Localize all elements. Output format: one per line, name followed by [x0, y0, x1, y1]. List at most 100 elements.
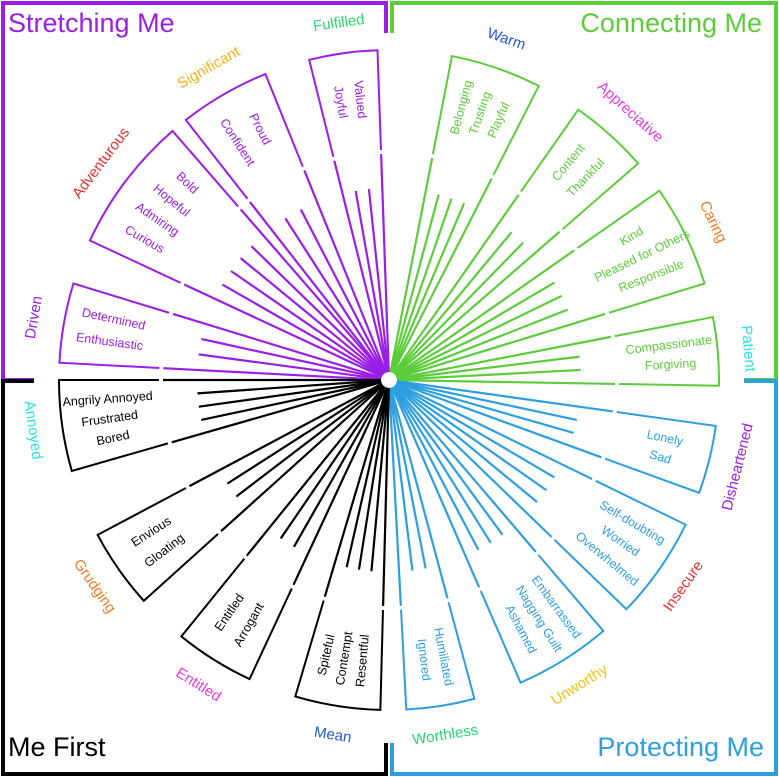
spoke-significant [303, 170, 388, 373]
feeling-compassionate: Compassionate [625, 333, 713, 357]
spoke-driven [172, 312, 382, 379]
spoke-disheartened [396, 381, 574, 434]
spoke-entitled [292, 386, 387, 586]
sector-worthless [400, 601, 476, 711]
spoke-significant [299, 208, 387, 374]
spoke-insecure [394, 383, 547, 492]
spoke-disheartened [396, 380, 613, 413]
category-significant: Significant [175, 43, 244, 93]
sector-entitled [179, 558, 293, 681]
feeling-determined: Determined [81, 305, 147, 332]
category-appreciative: Appreciative [594, 78, 667, 146]
spoke-mean [370, 387, 390, 572]
spoke-patient [396, 335, 612, 380]
spoke-insecure [395, 382, 593, 481]
spoke-entitled [245, 385, 385, 557]
spoke-entitled [293, 386, 386, 548]
sector-patient [614, 315, 720, 387]
category-fulfilled: Fulfilled [312, 11, 366, 35]
category-worthless: Worthless [411, 721, 479, 748]
wheel-spokes [163, 154, 615, 606]
category-driven: Driven [22, 295, 46, 341]
spoke-unworthy [392, 386, 492, 544]
spoke-caring [395, 294, 563, 378]
spoke-mean [357, 387, 389, 570]
feeling-humiliated: Humiliated [431, 626, 456, 687]
spoke-warm [389, 157, 434, 373]
spoke-significant [248, 201, 385, 375]
spoke-mean [381, 387, 390, 606]
sector-driven [58, 282, 170, 369]
sector-significant [184, 72, 304, 200]
spoke-mean [323, 387, 388, 598]
protecting-me-frame [390, 379, 778, 776]
me-first-frame [1, 379, 388, 776]
spoke-unworthy [393, 385, 537, 553]
sector-caring [576, 189, 706, 314]
spoke-driven [198, 353, 382, 381]
spoke-entitled [279, 385, 386, 540]
spoke-adventurous [239, 257, 384, 376]
category-grudging: Grudging [70, 556, 119, 616]
feeling-lonely: Lonely [646, 427, 686, 449]
feeling-valued: Valued [351, 80, 369, 119]
spoke-appreciative [393, 231, 513, 375]
feeling-forgiving: Forgiving [645, 356, 697, 373]
spoke-fulfilled [367, 188, 390, 373]
spoke-annoyed [171, 381, 382, 444]
category-warm: Warm [485, 25, 528, 54]
category-caring: Caring [696, 198, 731, 245]
spoke-adventurous [221, 283, 383, 377]
category-entitled: Entitled [173, 664, 224, 705]
spoke-caring [394, 249, 575, 377]
spoke-caring [396, 308, 569, 379]
sector-insecure [553, 479, 687, 611]
feeling-proud: Proud [246, 111, 274, 147]
spoke-appreciative [394, 230, 561, 376]
spoke-driven [163, 367, 382, 381]
spoke-mean [345, 387, 389, 568]
category-disheartened: Disheartened [719, 422, 757, 513]
category-adventurous: Adventurous [69, 124, 133, 202]
category-unworthy: Unworthy [548, 661, 611, 709]
spoke-grudging [235, 383, 384, 498]
connecting-me-frame [390, 1, 778, 382]
feeling-joyful: Joyful [331, 85, 350, 120]
spoke-significant [284, 217, 386, 374]
spoke-insecure [394, 384, 538, 503]
category-annoyed: Annoyed [20, 400, 45, 461]
sector-mean [294, 600, 384, 711]
category-insecure: Insecure [660, 558, 707, 615]
sector-annoyed [57, 379, 169, 473]
sector-appreciative [520, 108, 640, 230]
sector-adventurous [88, 129, 239, 284]
spoke-warm [390, 198, 453, 373]
spoke-appreciative [392, 194, 520, 375]
sector-disheartened [604, 411, 717, 495]
spoke-adventurous [230, 270, 384, 377]
feeling-bored: Bored [95, 428, 131, 449]
spoke-adventurous [239, 208, 385, 375]
me-first-title: Me First [8, 732, 106, 762]
spoke-adventurous [183, 283, 383, 378]
protecting-me-title: Protecting Me [597, 732, 764, 762]
spoke-worthless [388, 387, 402, 606]
feeling-enthusiastic: Enthusiastic [75, 330, 144, 353]
feeling-ignored: Ignored [415, 638, 434, 682]
spoke-worthless [388, 387, 414, 571]
spoke-warm [391, 202, 466, 374]
spoke-caring [395, 281, 555, 377]
spoke-insecure [393, 384, 553, 538]
feeling-frustrated: Frustrated [80, 408, 138, 430]
spoke-warm [391, 178, 493, 374]
spoke-worthless [389, 387, 427, 569]
spoke-fulfilled [380, 154, 390, 373]
spoke-patient [396, 355, 580, 381]
stretching-me-title: Stretching Me [8, 8, 175, 38]
spoke-fulfilled [333, 160, 389, 373]
feeling-resentful: Resentful [353, 634, 372, 688]
sector-warm [431, 54, 541, 176]
spoke-insecure [395, 383, 555, 479]
